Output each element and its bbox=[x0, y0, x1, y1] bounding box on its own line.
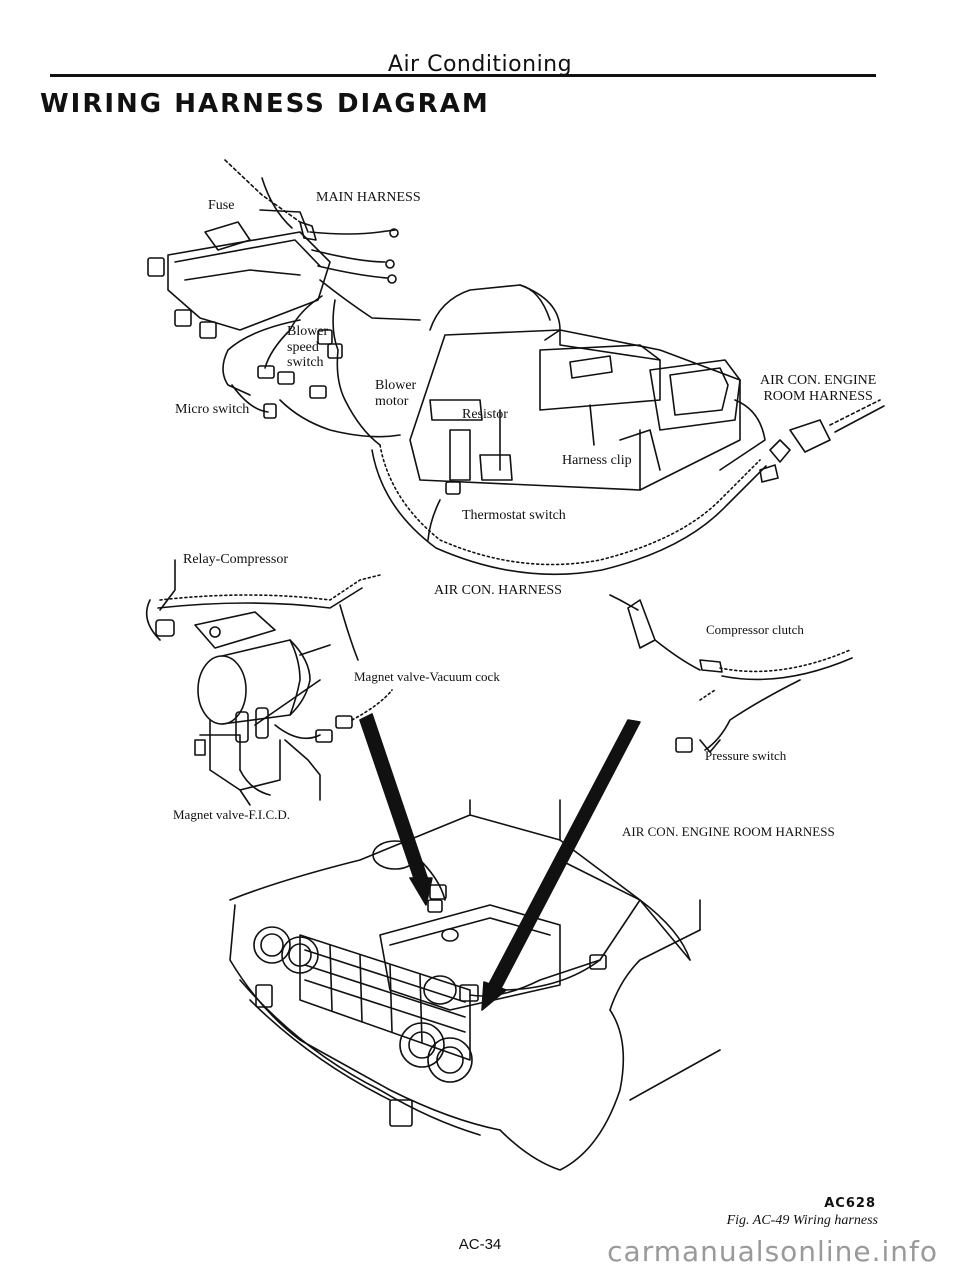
air-con-harness-label: AIR CON. HARNESS bbox=[434, 583, 562, 598]
thermostat-switch-label: Thermostat switch bbox=[462, 508, 566, 523]
magnet-valve-ficd-label: Magnet valve-F.I.C.D. bbox=[173, 807, 291, 822]
evaporator-unit-drawing bbox=[409, 284, 766, 491]
micro-switch-label: Micro switch bbox=[175, 402, 250, 417]
engine-room-harness-top-line-2: ROOM HARNESS bbox=[763, 388, 873, 404]
car-drawing bbox=[229, 799, 721, 1171]
blower-motor-line-2: motor bbox=[375, 393, 409, 409]
magnet-valve-vacuum-cock-label: Magnet valve-Vacuum cock bbox=[354, 669, 500, 684]
blower-speed-switch-label: Blower speed switch bbox=[287, 324, 328, 371]
watermark: carmanualsonline.info bbox=[607, 1235, 938, 1268]
main-harness-label: MAIN HARNESS bbox=[316, 190, 421, 205]
blower-speed-switch-line-2: speed bbox=[287, 339, 319, 355]
resistor-label: Resistor bbox=[462, 407, 508, 422]
engine-room-harness-top-line-1: AIR CON. ENGINE bbox=[760, 373, 877, 388]
fuse-label: Fuse bbox=[208, 198, 235, 213]
running-title: Air Conditioning bbox=[387, 52, 573, 77]
main-harness-drawing bbox=[147, 159, 421, 446]
blower-speed-switch-line-3: switch bbox=[287, 355, 324, 371]
page-number: AC-34 bbox=[458, 1236, 502, 1253]
engine-room-connector-drawing bbox=[759, 399, 885, 483]
section-title: WIRING HARNESS DIAGRAM bbox=[40, 89, 490, 119]
air-con-engine-room-harness-bottom-label: AIR CON. ENGINE ROOM HARNESS bbox=[622, 824, 835, 839]
pointer-arrows bbox=[359, 713, 641, 1011]
compressor-clutch-drawing bbox=[609, 594, 853, 753]
air-con-harness-drawing bbox=[371, 444, 767, 576]
figure-code: AC628 bbox=[824, 1196, 876, 1211]
air-con-engine-room-harness-top-label: AIR CON. ENGINE ROOM HARNESS bbox=[760, 373, 876, 404]
header-rule bbox=[50, 74, 876, 77]
blower-motor-label: Blower motor bbox=[375, 378, 416, 409]
pressure-switch-label: Pressure switch bbox=[705, 748, 787, 763]
compressor-clutch-label: Compressor clutch bbox=[706, 622, 804, 637]
blower-motor-line-1: Blower bbox=[375, 378, 417, 393]
blower-speed-switch-line-1: Blower bbox=[287, 324, 329, 339]
relay-compressor-label: Relay-Compressor bbox=[183, 552, 288, 567]
figure-caption: Fig. AC-49 Wiring harness bbox=[726, 1213, 878, 1228]
relay-valve-drawing bbox=[145, 559, 393, 806]
harness-clip-label: Harness clip bbox=[562, 453, 632, 468]
